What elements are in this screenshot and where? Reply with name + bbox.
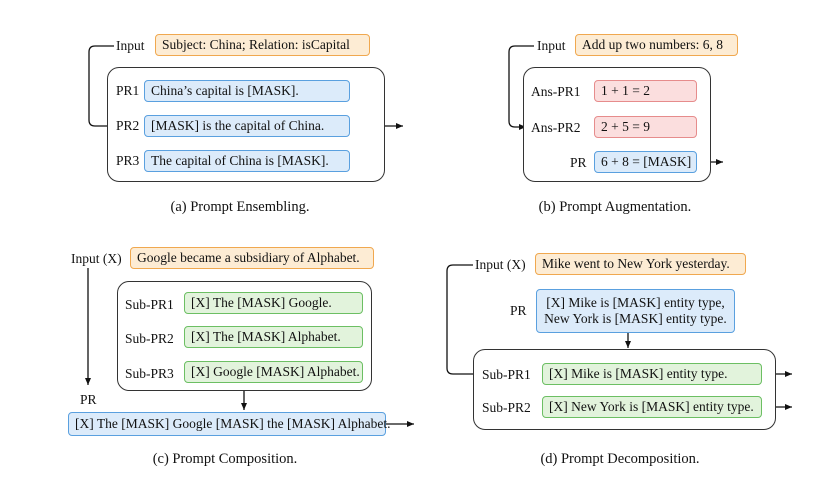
b-input-box: Add up two numbers: 6, 8 (575, 34, 738, 56)
d-input-box: Mike went to New York yesterday. (535, 253, 746, 275)
d-sub1-label: Sub-PR1 (482, 367, 531, 382)
a-caption: (a) Prompt Ensembling. (170, 199, 310, 215)
d-sub2-label: Sub-PR2 (482, 400, 531, 415)
a-pr2-label: PR2 (116, 118, 140, 133)
a-pr2-box: [MASK] is the capital of China. (144, 115, 350, 137)
d-pr-line1: [X] Mike is [MASK] entity type, (546, 294, 725, 310)
d-pr-line2: New York is [MASK] entity type. (544, 311, 727, 326)
b-pr-label: PR (570, 155, 587, 170)
c-sub3-box: [X] Google [MASK] Alphabet. (184, 361, 363, 383)
c-input-label: Input (X) (71, 251, 122, 266)
c-caption: (c) Prompt Composition. (152, 451, 298, 467)
c-input-box: Google became a subsidiary of Alphabet. (130, 247, 374, 269)
d-sub2-box: [X] New York is [MASK] entity type. (542, 396, 762, 418)
a-pr1-box: China’s capital is [MASK]. (144, 80, 350, 102)
a-pr3-box: The capital of China is [MASK]. (144, 150, 350, 172)
b-pr-box: 6 + 8 = [MASK] (594, 151, 697, 173)
a-pr1-text: China’s capital is [MASK]. (151, 82, 299, 98)
a-input-to-pr2-arrow (88, 45, 141, 129)
b-input-label: Input (537, 38, 566, 53)
b-caption: (b) Prompt Augmentation. (538, 199, 692, 215)
d-pr-label: PR (510, 303, 527, 318)
b-ans1-box: 1 + 1 = 2 (594, 80, 697, 102)
c-sub2-box: [X] The [MASK] Alphabet. (184, 326, 363, 348)
a-pr3-label: PR3 (116, 153, 140, 168)
b-ans1-label: Ans-PR1 (531, 84, 581, 99)
c-sub3-label: Sub-PR3 (125, 366, 174, 381)
c-pr-label: PR (80, 392, 97, 407)
b-input-to-ans2-arrow (508, 45, 534, 130)
c-sub2-label: Sub-PR2 (125, 331, 174, 346)
d-input-to-sub1-arrow (446, 264, 486, 377)
d-pr-box: [X] Mike is [MASK] entity type, New York… (536, 289, 735, 333)
d-input-label: Input (X) (475, 257, 526, 272)
d-caption: (d) Prompt Decomposition. (540, 451, 700, 467)
b-ans2-label: Ans-PR2 (531, 120, 581, 135)
c-sub1-box: [X] The [MASK] Google. (184, 292, 363, 314)
c-sub1-label: Sub-PR1 (125, 297, 174, 312)
a-input-box: Subject: China; Relation: isCapital (155, 34, 370, 56)
b-ans2-box: 2 + 5 = 9 (594, 116, 697, 138)
a-pr2-text: [MASK] is the capital of China. (151, 117, 325, 133)
a-pr3-text: The capital of China is [MASK]. (151, 152, 329, 168)
a-pr1-label: PR1 (116, 83, 140, 98)
d-sub1-box: [X] Mike is [MASK] entity type. (542, 363, 762, 385)
a-input-label: Input (116, 38, 145, 53)
c-pr-box: [X] The [MASK] Google [MASK] the [MASK] … (68, 412, 390, 436)
